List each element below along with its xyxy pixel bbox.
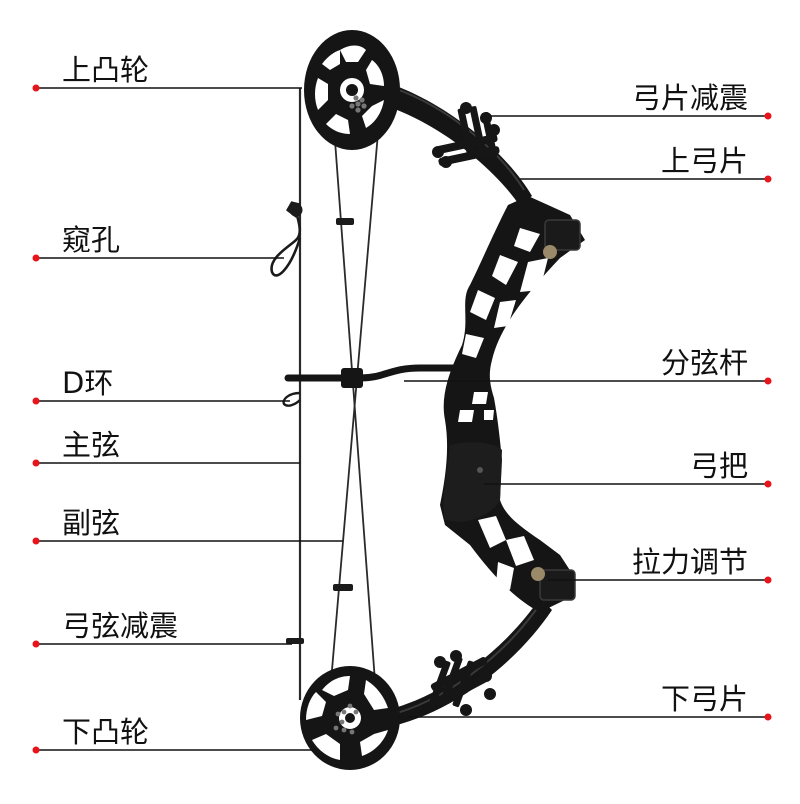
label-main-string: 主弦 (62, 428, 121, 462)
dot-lower-limb (764, 713, 772, 721)
label-draw-weight-adjust: 拉力调节 (631, 545, 748, 579)
cable-line-b (325, 85, 383, 741)
dot-cable-rod (764, 377, 772, 385)
lower-limb-dampers (428, 650, 496, 716)
cable-rod (284, 364, 484, 388)
leader-lines-left (36, 87, 343, 751)
label-upper-limb: 上弓片 (660, 144, 748, 178)
dot-limb-damper (764, 112, 772, 120)
upper-cam (304, 30, 400, 150)
label-string-damper: 弓弦减震 (62, 609, 179, 643)
dot-grip (764, 480, 772, 488)
d-loop (282, 391, 301, 407)
label-peep-sight: 窥孔 (62, 223, 121, 257)
label-limb-damper: 弓片减震 (631, 81, 748, 115)
label-lower-limb: 下弓片 (660, 682, 748, 716)
label-cable: 副弦 (62, 506, 121, 540)
leader-dots-right (764, 112, 772, 721)
dot-upper-limb (764, 175, 772, 183)
grip-shape (443, 442, 502, 522)
lower-cam (300, 666, 400, 770)
upper-limb-dampers (432, 102, 500, 168)
leader-dots-left (32, 84, 40, 754)
leader-lines-right (404, 115, 768, 718)
dot-cable (32, 537, 40, 545)
dot-draw-weight (764, 576, 772, 584)
peep-sight (270, 201, 303, 277)
riser (440, 196, 585, 612)
dot-lower-cam (32, 746, 40, 754)
label-d-loop: D环 (62, 366, 114, 400)
label-upper-cam: 上凸轮 (62, 53, 150, 87)
dot-upper-cam (32, 84, 40, 92)
cable-slides (286, 218, 354, 644)
label-lower-cam: 下凸轮 (62, 715, 150, 749)
dot-main-string (32, 459, 40, 467)
strings (298, 85, 383, 741)
dot-d-loop (32, 397, 40, 405)
dot-peep-sight (32, 254, 40, 262)
label-grip: 弓把 (689, 449, 748, 483)
label-cable-rod: 分弦杆 (660, 346, 748, 380)
dot-string-damper (32, 640, 40, 648)
